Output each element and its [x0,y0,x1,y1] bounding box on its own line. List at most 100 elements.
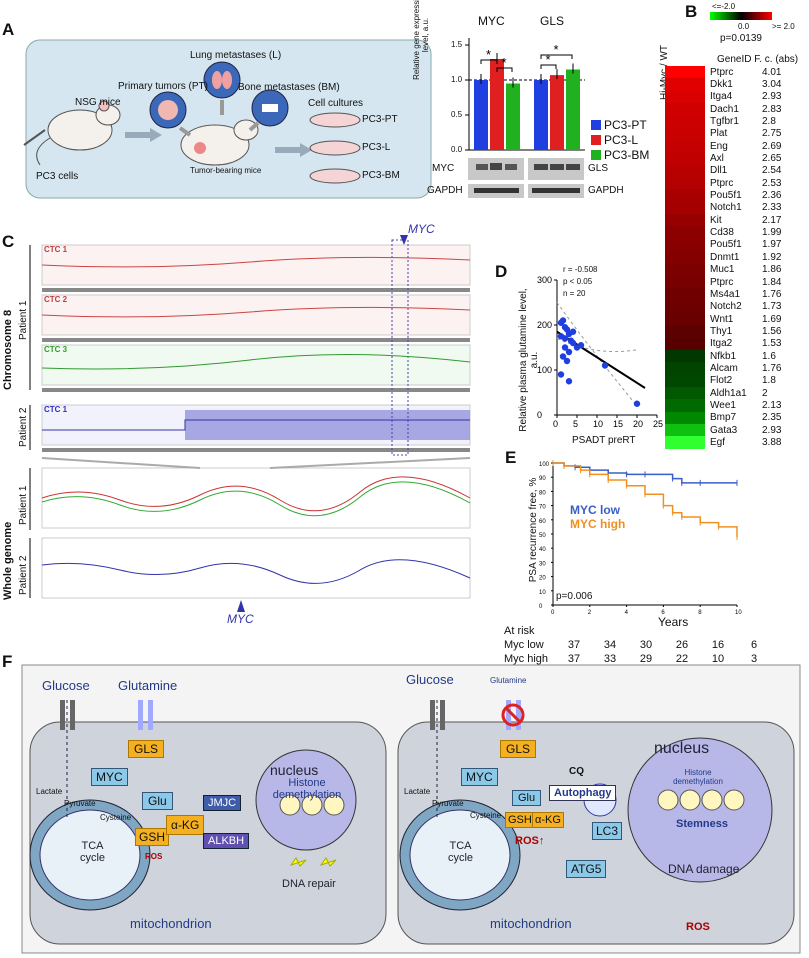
heatmap-cell [665,436,705,449]
heatmap-cell [665,423,705,437]
panel-a-ylabel: Relative gene expression level, a.u. [412,0,430,80]
heatmap-gene: Dnmt1 [710,251,740,263]
km-xtick: 2 [588,610,592,616]
heatmap-gene: Ptprc [710,66,734,78]
right-stemness: Stemness [676,818,728,830]
heatmap-header: GeneID F. c. (abs) [717,54,799,65]
legend-l: PC3-L [604,133,639,147]
ci-lower [556,302,638,407]
scale-mid: 0.0 [738,22,750,31]
right-lactate: Lactate [404,787,431,796]
left-histone: Histone demethylation [272,777,342,801]
track-ctc2: CTC 2 [44,295,68,304]
left-glutamine: Glutamine [118,678,178,693]
km-xtick: 0 [551,610,555,616]
xtick: 10 [593,419,603,429]
km-ytick: 0 [539,604,543,610]
risk-label: Myc low [504,639,544,651]
right-pyruvate: Pyruvate [432,799,464,808]
risk-value: 16 [711,639,725,651]
heatmap-cell [665,115,705,128]
risk-header: At risk [504,625,535,637]
xtick: 20 [633,419,643,429]
scatter-point [563,357,571,365]
km-ytick: 60 [539,519,546,525]
heatmap-value: 3.88 [762,436,782,448]
ci-upper [556,338,638,353]
significance-bracket [480,59,498,64]
bar-GLS-PC3-PT [534,80,548,150]
risk-value: 3 [750,653,758,665]
scatter-point [565,348,573,356]
risk-value: 26 [675,639,689,651]
heatmap-value: 1.92 [762,251,782,263]
heatmap-cell [665,238,705,252]
left-alkbh: ALKBH [203,833,250,849]
heatmap-cell [665,152,705,165]
heatmap-gene: Pou5f1 [710,239,742,251]
panel-e-xlabel: Years [658,615,689,629]
heatmap-gene: Ms4a1 [710,288,741,300]
scatter-point [559,317,567,324]
km-xtick: 6 [661,610,665,616]
right-ros: ROS [686,921,710,933]
heatmap-cell [665,386,705,400]
myc-group-label: MYC [478,14,505,28]
panel-a-bar-chart: **** [465,38,585,151]
heatmap-gene: Dach1 [710,103,739,115]
bar-MYC-PC3-L [490,59,504,150]
heatmap-gene: Eng [710,140,728,152]
right-myc: MYC [461,768,498,786]
tumor-bearing-mouse-icon [180,119,259,166]
heatmap-cell [665,251,705,264]
left-glu: Glu [142,792,173,810]
scale-high: >= 2.0 [772,22,795,31]
heatmap-value: 2.33 [762,202,782,214]
right-mito: mitochondrion [490,916,572,931]
heatmap-gene: Plat [710,128,728,140]
ytick-3: 1.5 [451,40,463,49]
km-ytick: 80 [539,490,546,496]
heatmap-value: 2.83 [762,103,782,115]
heatmap-gene: Notch2 [710,301,742,313]
significance-bracket [540,54,573,59]
risk-value: 37 [567,653,581,665]
scatter-point [601,362,609,369]
left-gsh: GSH [135,828,170,846]
heatmap-gene: Dkk1 [710,79,733,91]
heatmap-value: 1.56 [762,325,782,337]
heatmap-cell [665,66,705,79]
scatter-point [633,400,641,407]
heatmap-value: 1.97 [762,239,782,251]
blot-myc-label: MYC [432,163,455,174]
heatmap-value: 2.65 [762,153,782,165]
heatmap-value: 1.69 [762,313,782,325]
dish-label-bm: PC3-BM [362,170,400,181]
panel-e-ylabel: PSA recurrence free, % [528,477,539,583]
km-xtick: 4 [625,610,629,616]
significance-star: * [546,52,551,67]
heatmap-value: 2 [762,387,768,399]
left-akg: α-KG [166,815,205,835]
risk-value: 37 [567,639,581,651]
risk-value: 34 [603,639,617,651]
heatmap-cell [665,177,705,190]
risk-value: 10 [711,653,725,665]
left-ros: ROS [145,852,163,861]
